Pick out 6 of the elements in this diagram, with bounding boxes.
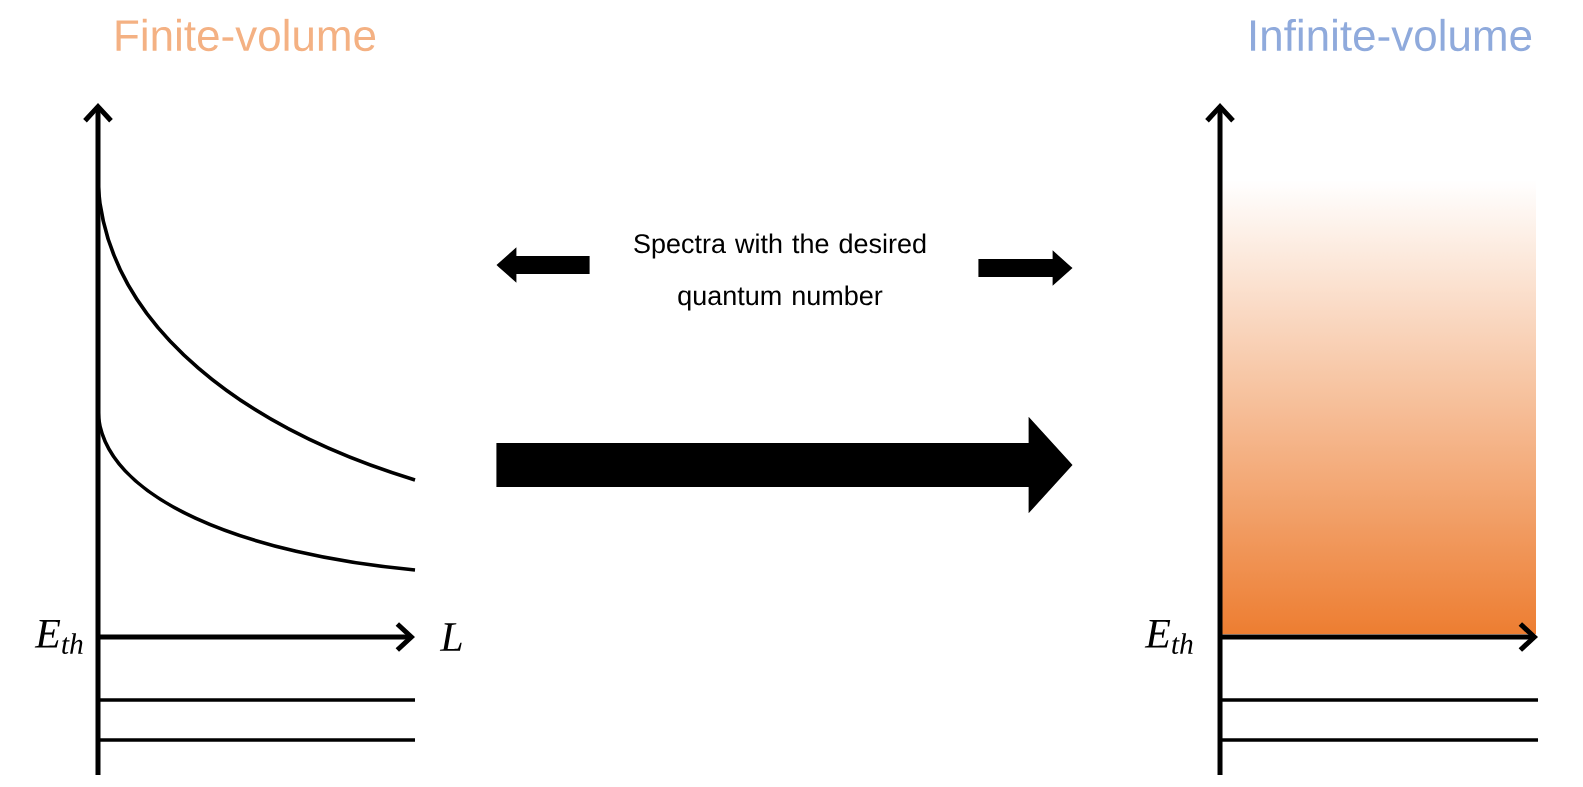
panel-title: Infinite-volume: [1251, 18, 1532, 52]
axis-label: E$_{th}$: [1144, 620, 1193, 654]
axis-label: L: [439, 623, 462, 651]
axis-label: E$_{th}$: [34, 620, 83, 654]
panel-title: Finite-volume: [116, 18, 376, 52]
caption-text: Spectra with the desired quantum number: [634, 233, 926, 311]
